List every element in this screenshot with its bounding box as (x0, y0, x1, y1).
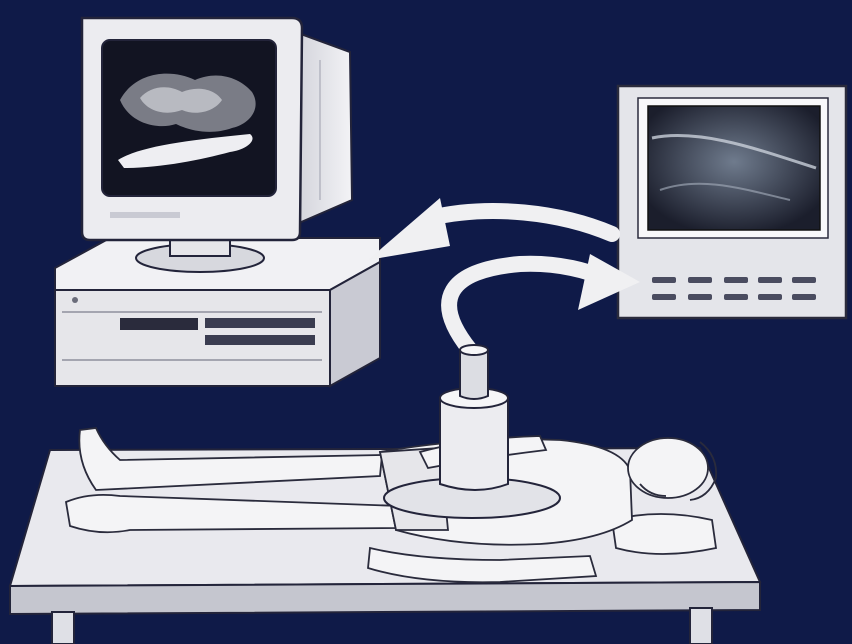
monitor-badge (110, 212, 180, 218)
drive-bay (120, 318, 198, 330)
control-button (758, 277, 782, 283)
crt-monitor (82, 18, 302, 240)
power-led (72, 297, 78, 303)
display-screen (648, 106, 820, 230)
control-button (688, 277, 712, 283)
drive-bay (205, 335, 315, 345)
control-button (792, 294, 816, 300)
probe-neck (460, 350, 488, 399)
desktop-computer-icon (55, 18, 380, 386)
control-button (652, 277, 676, 283)
table-leg (52, 612, 74, 644)
drive-bay (205, 318, 315, 328)
ultrasound-display-icon (618, 86, 846, 318)
control-button (758, 294, 782, 300)
control-button (724, 294, 748, 300)
control-button (688, 294, 712, 300)
control-button (792, 277, 816, 283)
probe-body (440, 398, 508, 490)
table-leg (690, 608, 712, 644)
control-button (724, 277, 748, 283)
control-button (652, 294, 676, 300)
